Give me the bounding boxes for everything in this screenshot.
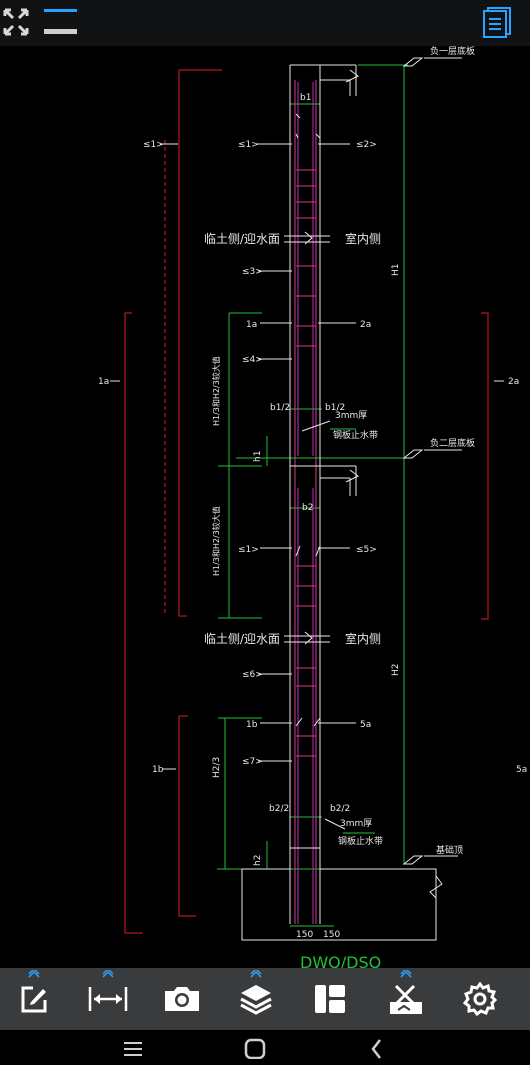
bottom-toolbar: [0, 968, 530, 1030]
layers-icon: [240, 985, 272, 1015]
label-b1-half-left: b1/2: [270, 403, 290, 413]
home-icon: [244, 1038, 266, 1059]
label-h2-small: h2: [253, 855, 263, 866]
cad-drawing: 负一层底板 负二层底板 基础顶 b1 b2 b1/2 b1/2 b2/2 b2/…: [98, 45, 527, 972]
expand-caret-icon[interactable]: [102, 970, 114, 978]
home-button[interactable]: [230, 1030, 280, 1065]
label-b2-half-right: b2/2: [330, 804, 350, 814]
label-sec1-far: ≤1>: [143, 140, 164, 150]
label-base: 基础顶: [436, 844, 463, 856]
label-range-2: H1/3和H2/3较大值: [211, 506, 221, 576]
fullscreen-icon[interactable]: [2, 6, 30, 38]
label-sec3: ≤3>: [242, 267, 263, 277]
label-steel-2a: 3mm厚: [340, 818, 372, 829]
recent-apps-button[interactable]: [108, 1030, 158, 1065]
back-button[interactable]: [352, 1030, 402, 1065]
edit-icon: [21, 986, 47, 1013]
label-b1-half-right: b1/2: [325, 403, 345, 413]
label-dim-150-b: 150: [323, 930, 340, 940]
back-icon: [371, 1038, 381, 1059]
label-floor1: 负一层底板: [430, 46, 475, 57]
menu-icon[interactable]: [44, 8, 78, 38]
label-indoor-2: 室内侧: [345, 631, 381, 646]
measure-button[interactable]: [78, 968, 138, 1030]
label-1b-far: 1b: [152, 765, 164, 775]
expand-caret-icon[interactable]: [28, 970, 40, 978]
label-range-3: H2/3: [212, 757, 222, 778]
label-soil-side-2: 临土侧/迎水面: [204, 632, 280, 646]
document-list-icon[interactable]: [478, 6, 514, 40]
label-floor2: 负二层底板: [430, 437, 475, 449]
label-soil-side-1: 临土侧/迎水面: [204, 232, 280, 246]
drawing-canvas[interactable]: 负一层底板 负二层底板 基础顶 b1 b2 b1/2 b1/2 b2/2 b2/…: [0, 45, 530, 972]
label-5a-far: 5a: [516, 765, 527, 775]
label-steel-2b: 钢板止水带: [338, 835, 383, 847]
label-b2-half-left: b2/2: [269, 804, 289, 814]
label-1a-far: 1a: [98, 377, 109, 387]
camera-icon: [165, 987, 199, 1011]
drawing-title: DWQ/DSQ: [300, 953, 381, 968]
label-sec1: ≤1>: [238, 140, 259, 150]
measure-icon: [88, 987, 128, 1011]
expand-caret-icon[interactable]: [250, 970, 262, 978]
label-h2: H2: [391, 664, 401, 677]
settings-button[interactable]: [450, 968, 510, 1030]
camera-button[interactable]: [152, 968, 212, 1030]
label-h1-small: h1: [253, 451, 263, 462]
label-b2: b2: [302, 503, 313, 513]
tools-icon: [390, 984, 422, 1014]
label-range-1: H1/3和H2/3较大值: [211, 356, 221, 426]
label-sec4: ≤4>: [242, 355, 263, 365]
label-1a: 1a: [246, 320, 257, 330]
label-sec5: ≤5>: [356, 545, 377, 555]
top-bar: [0, 0, 530, 46]
label-steel-1b: 钢板止水带: [333, 429, 378, 441]
expand-caret-icon[interactable]: [400, 970, 412, 978]
system-nav-bar: [0, 1030, 530, 1065]
label-indoor-1: 室内侧: [345, 231, 381, 246]
label-b1: b1: [300, 93, 311, 103]
layout-button[interactable]: [300, 968, 360, 1030]
label-sec6: ≤6>: [242, 670, 263, 680]
tools-button[interactable]: [376, 968, 436, 1030]
recent-apps-icon: [124, 1041, 142, 1056]
gear-icon: [463, 982, 497, 1016]
label-dim-150-a: 150: [296, 930, 313, 940]
label-sec1-lower: ≤1>: [238, 545, 259, 555]
label-sec2: ≤2>: [356, 140, 377, 150]
edit-button[interactable]: [4, 968, 64, 1030]
label-steel-1a: 3mm厚: [335, 410, 367, 421]
label-h1: H1: [391, 264, 401, 277]
layout-icon: [315, 985, 345, 1013]
label-2a-far: 2a: [508, 377, 519, 387]
label-2a: 2a: [360, 320, 371, 330]
label-5a: 5a: [360, 720, 371, 730]
label-sec7: ≤7>: [242, 757, 263, 767]
layers-button[interactable]: [226, 968, 286, 1030]
label-1b: 1b: [246, 720, 258, 730]
